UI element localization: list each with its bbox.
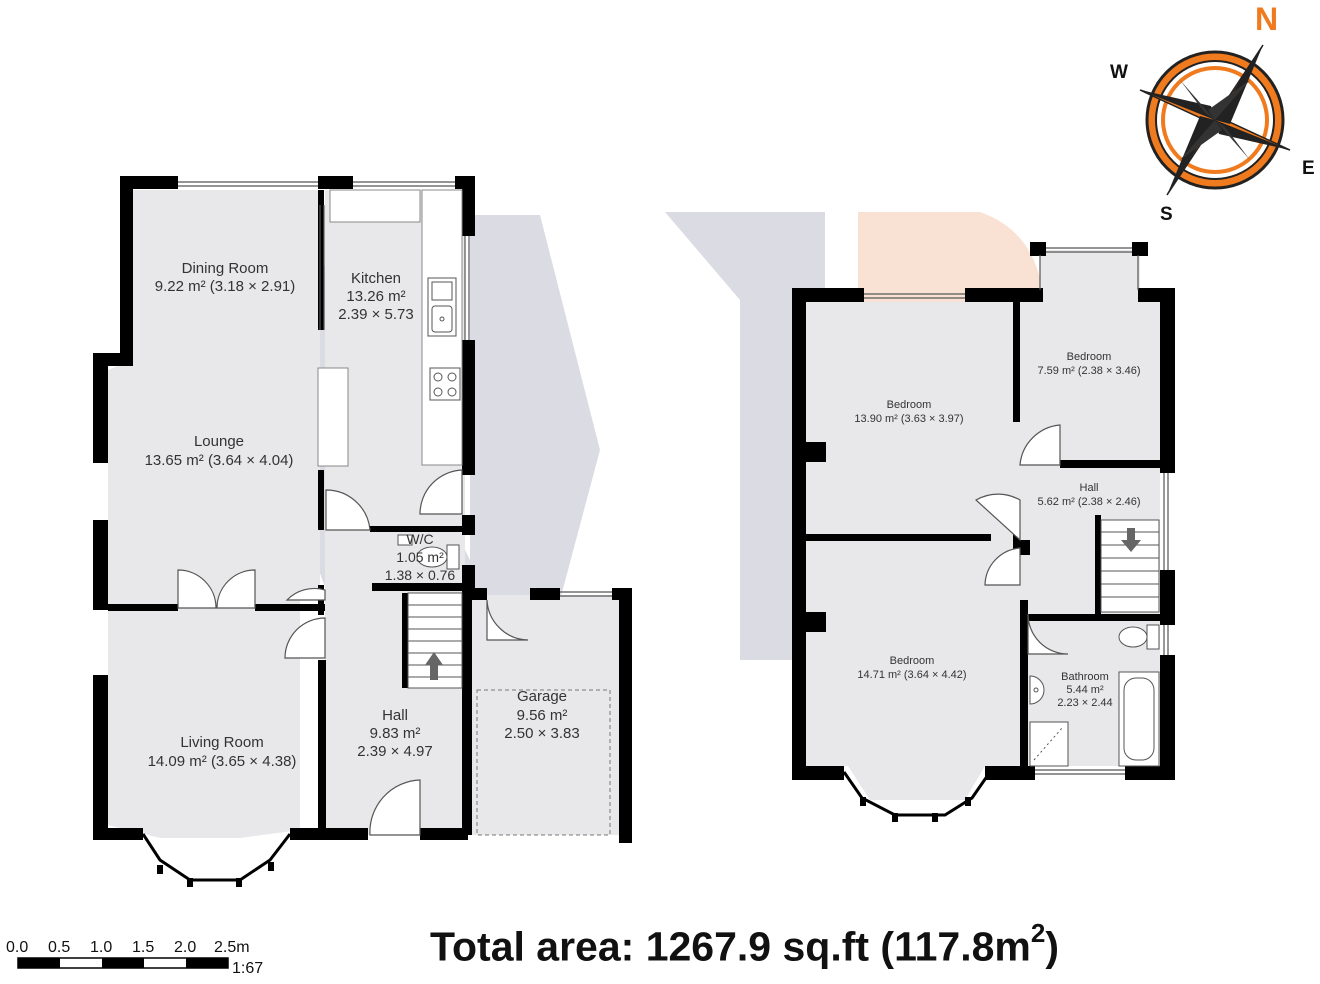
ground-floor: Dining Room 9.22 m² (3.18 × 2.91) Kitche… [93, 176, 632, 887]
bedroom-2-name: Bedroom [1067, 351, 1112, 363]
kitchen-area: 13.26 m² [346, 288, 405, 305]
basin-icon [1029, 675, 1045, 705]
compass-south-label: S [1160, 204, 1173, 225]
first-floor-doors [974, 424, 1069, 655]
total-area-close: ) [1045, 923, 1059, 970]
ground-hall-dims: 2.39 × 4.97 [357, 743, 432, 760]
lounge-cabinet [317, 367, 349, 467]
toilet-icon [397, 534, 460, 570]
bay-window-ground [141, 833, 292, 882]
bathroom-name: Bathroom [1061, 671, 1109, 683]
kitchen-name: Kitchen [351, 270, 401, 287]
scale-bar: 0.0 0.5 1.0 1.5 2.0 2.5m 1:67 [6, 939, 263, 977]
compass-east-label: E [1302, 158, 1315, 179]
bedroom-3-name: Bedroom [890, 655, 935, 667]
scale-tick-3: 1.5 [132, 939, 154, 956]
bedroom-2-area: 7.59 m² (2.38 × 3.46) [1037, 365, 1140, 377]
total-area-sup: 2 [1030, 918, 1046, 948]
garage-name: Garage [517, 688, 567, 705]
ground-hall-area: 9.83 m² [370, 725, 421, 742]
lounge-area: 13.65 m² (3.64 × 4.04) [145, 452, 294, 469]
bathroom-area: 5.44 m² [1066, 684, 1104, 696]
scale-tick-1: 0.5 [48, 939, 70, 956]
scale-tick-4: 2.0 [174, 939, 196, 956]
scale-tick-0: 0.0 [6, 939, 28, 956]
bathroom-dims: 2.23 × 2.44 [1057, 697, 1112, 709]
scale-tick-2: 1.0 [90, 939, 112, 956]
compass-west-label: W [1110, 62, 1128, 83]
wc-dims: 1.38 × 0.76 [385, 567, 456, 583]
bedroom-1-area: 13.90 m² (3.63 × 3.97) [854, 413, 963, 425]
bathroom-toilet-icon [1118, 624, 1160, 650]
garage-door [476, 689, 611, 836]
living-room-name: Living Room [180, 734, 263, 751]
scale-tick-5: 2.5m [214, 939, 250, 956]
bay-window-first [842, 771, 992, 817]
dining-room-area: 9.22 m² (3.18 × 2.91) [155, 278, 296, 295]
first-floor-windows [864, 247, 1169, 775]
total-area-label: Total area: 1267.9 sq.ft (117.8m [430, 923, 1031, 970]
bathtub-icon [1118, 671, 1160, 767]
kitchen-dims: 2.39 × 5.73 [338, 306, 413, 323]
ground-floor-windows [178, 181, 612, 597]
bedroom-3-area: 14.71 m² (3.64 × 4.42) [857, 669, 966, 681]
stairs-up-arrow-icon [425, 652, 443, 680]
sink-icon [427, 277, 457, 337]
kitchen-worktop-side [421, 189, 463, 466]
stairs-down-arrow-icon [1121, 528, 1141, 552]
ground-floor-doors [177, 469, 529, 836]
compass-north-label: N [1255, 1, 1278, 37]
first-floor: Bedroom 13.90 m² (3.63 × 3.97) Bedroom 7… [792, 242, 1175, 822]
scale-ratio: 1:67 [232, 960, 263, 977]
first-floor-fill [806, 302, 1160, 800]
wc-name: W/C [406, 531, 433, 547]
total-area: Total area: 1267.9 sq.ft (117.8m2) [430, 918, 1059, 971]
lounge-name: Lounge [194, 433, 244, 450]
dining-room-name: Dining Room [182, 260, 269, 277]
wc-area: 1.05 m² [396, 549, 444, 565]
first-floor-walls [792, 242, 1175, 780]
first-hall-name: Hall [1080, 482, 1099, 494]
compass-rose-icon [1139, 44, 1291, 196]
garage-area: 9.56 m² [517, 707, 568, 724]
ground-floor-walls [93, 176, 632, 843]
living-room-area: 14.09 m² (3.65 × 4.38) [148, 753, 297, 770]
kitchen-worktop-top [329, 189, 421, 223]
garage-dims: 2.50 × 3.83 [504, 725, 579, 742]
shower-icon [1029, 721, 1069, 767]
first-hall-area: 5.62 m² (2.38 × 2.46) [1037, 496, 1140, 508]
bedroom-2-bay-fill [1040, 250, 1140, 305]
ground-hall-name: Hall [382, 707, 408, 724]
ground-floor-fill [108, 190, 320, 838]
bedroom-1-name: Bedroom [887, 399, 932, 411]
hob-icon [429, 367, 461, 401]
